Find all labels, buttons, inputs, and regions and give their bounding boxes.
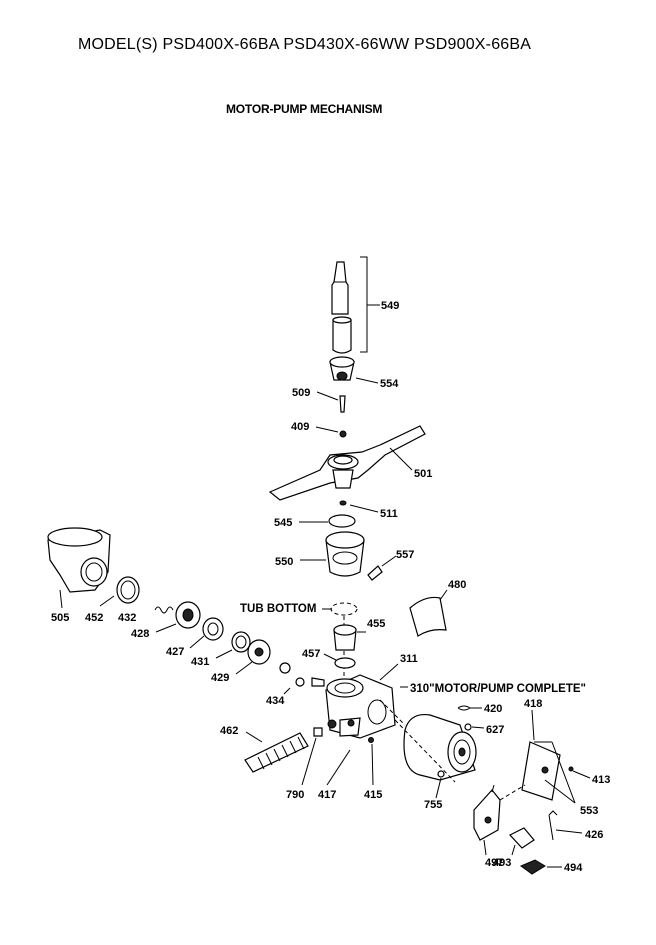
part-462-hose: [244, 731, 309, 773]
label-434: 434: [266, 695, 285, 707]
part-413: [568, 766, 591, 779]
label-505: 505: [51, 612, 69, 624]
part-420-clip: [457, 705, 482, 711]
label-480: 480: [448, 579, 466, 591]
part-755: [435, 770, 445, 799]
label-310: 310"MOTOR/PUMP COMPLETE": [410, 683, 586, 695]
label-429: 429: [211, 672, 229, 684]
label-tub-bottom: TUB BOTTOM: [240, 603, 316, 615]
label-755: 755: [424, 799, 442, 811]
part-409: [315, 426, 347, 438]
label-311: 311: [400, 653, 418, 665]
part-428-impeller: [155, 601, 201, 633]
label-549: 549: [381, 300, 399, 312]
part-790: [301, 727, 323, 786]
part-431-ring: [215, 631, 251, 659]
part-493: [509, 827, 535, 856]
part-452-clamp: [99, 576, 140, 607]
label-550: 550: [275, 556, 293, 568]
part-497-bracket: [473, 784, 501, 856]
label-554: 554: [380, 378, 399, 390]
part-429-cover: [235, 639, 271, 675]
part-480-shroud: [409, 589, 448, 637]
label-497: 497: [485, 857, 503, 869]
part-432-spring: [154, 606, 174, 614]
label-409: 409: [291, 421, 309, 433]
diagram-title: MOTOR-PUMP MECHANISM: [226, 102, 383, 116]
label-511: 511: [380, 508, 398, 520]
part-434: [279, 662, 325, 695]
part-494: [519, 859, 562, 875]
part-motor: [379, 699, 477, 783]
label-553: 553: [580, 805, 598, 817]
label-501: 501: [414, 468, 432, 480]
label-457: 457: [302, 648, 320, 660]
label-427: 427: [166, 646, 184, 658]
label-494: 494: [564, 862, 583, 874]
part-311-pump-body: [325, 663, 399, 739]
label-428: 428: [131, 628, 149, 640]
part-549-tower: [331, 256, 380, 354]
part-418-bracket: [521, 709, 561, 801]
label-432: 432: [118, 612, 136, 624]
part-415: [368, 737, 374, 786]
part-553: [544, 741, 576, 804]
label-557: 557: [396, 549, 414, 561]
part-511: [339, 500, 379, 513]
part-627: [464, 723, 485, 731]
part-501-spray-arm: [268, 425, 426, 501]
part-426-clip: [548, 810, 583, 841]
part-554: [329, 356, 379, 384]
label-790: 790: [286, 789, 304, 801]
model-line: MODEL(S) PSD400X-66BA PSD430X-66WW PSD90…: [78, 36, 532, 53]
part-557: [367, 555, 397, 581]
label-431: 431: [191, 656, 209, 668]
label-627: 627: [486, 724, 504, 736]
label-415: 415: [364, 789, 382, 801]
connector-bracket: [499, 784, 526, 801]
part-457: [323, 653, 356, 669]
part-455: [333, 624, 366, 651]
label-462: 462: [220, 725, 238, 737]
part-417: [326, 719, 355, 786]
label-426: 426: [585, 829, 603, 841]
label-455: 455: [367, 618, 385, 630]
label-545: 545: [274, 517, 292, 529]
part-509: [316, 391, 346, 413]
tub-bottom-outline: [330, 602, 358, 616]
label-493: 493: [493, 857, 511, 869]
part-505-housing: [47, 527, 111, 609]
label-417: 417: [318, 789, 336, 801]
label-452: 452: [85, 612, 103, 624]
label-420: 420: [484, 703, 502, 715]
part-545-ring: [299, 514, 356, 528]
part-427-seal: [189, 617, 224, 649]
label-413: 413: [592, 774, 610, 786]
label-418: 418: [524, 698, 542, 710]
part-550-housing: [300, 531, 365, 577]
label-509: 509: [292, 387, 310, 399]
